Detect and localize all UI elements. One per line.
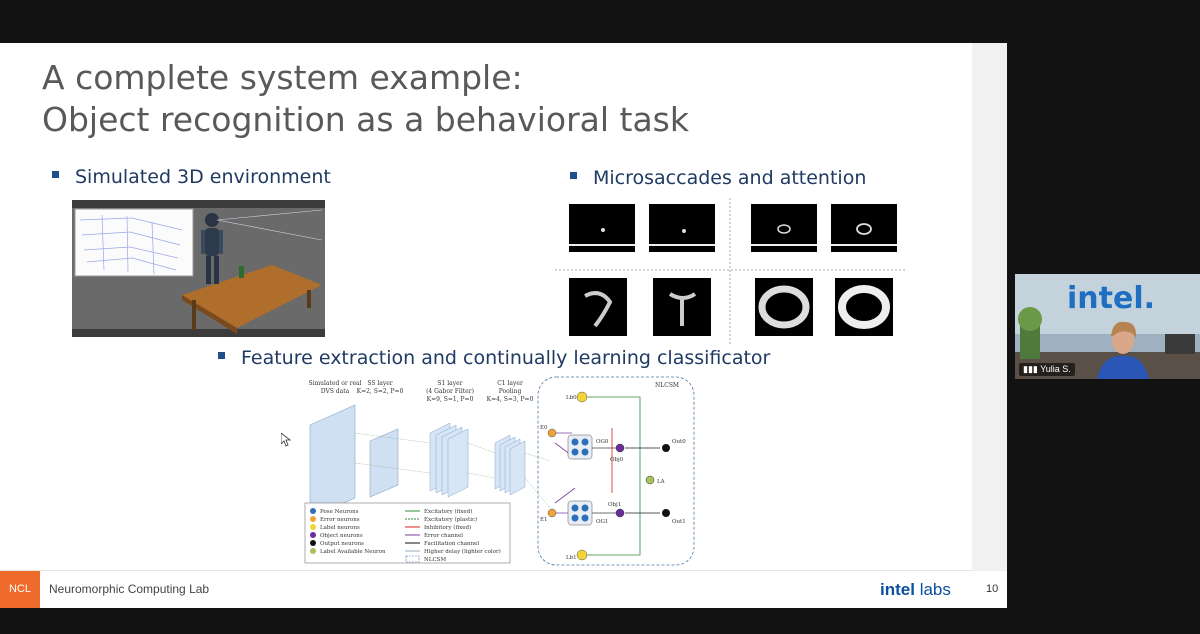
bullet-feature-extraction: Feature extraction and continually learn…	[218, 347, 770, 369]
legend-output-neurons: Output neurons	[320, 541, 364, 547]
legend-pose-neurons: Pose Neurons	[320, 509, 359, 515]
node-e1: E1	[540, 517, 548, 523]
slide-scroll-strip[interactable]	[972, 43, 1007, 571]
legend-facilitation: Facilitation channel	[424, 541, 479, 547]
node-la: LA	[657, 479, 666, 485]
ss-layer-label: SS layer	[367, 380, 392, 387]
participant-video-tile[interactable]: intel. ▮▮▮ Yulia S.	[1015, 274, 1200, 379]
node-out0: Out0	[672, 439, 686, 445]
bullet-square-icon	[570, 172, 577, 179]
s1-layer-label: S1 layer	[437, 380, 462, 387]
lab-name: Neuromorphic Computing Lab	[49, 582, 210, 596]
page-number: 10	[986, 583, 999, 595]
legend-error-neurons: Error neurons	[320, 517, 360, 523]
bullet-text: Microsaccades and attention	[593, 167, 867, 189]
legend-nlcsm: NLCSM	[424, 557, 446, 563]
bullet-simulated-environment: Simulated 3D environment	[52, 166, 331, 188]
node-og0: OG0	[596, 439, 609, 445]
bullet-text: Simulated 3D environment	[75, 166, 331, 188]
legend-error-channel: Error channel	[424, 533, 463, 539]
node-out1: Out1	[672, 519, 686, 525]
node-lb0: Lb0	[566, 395, 577, 401]
s1-layer-sub: (4 Gabor Filter)	[426, 388, 474, 395]
c1-layer-sub: Pooling	[499, 388, 522, 395]
ncl-logo: NCL	[0, 571, 40, 608]
signal-bars-icon: ▮▮▮	[1023, 364, 1038, 374]
intel-wordmark: intel	[880, 580, 915, 599]
intel-logo-wall: intel.	[1067, 281, 1155, 316]
node-obj0: Obj0	[610, 457, 624, 463]
legend-inhibitory: Inhibitory (fixed)	[424, 524, 471, 531]
bullet-microsaccades: Microsaccades and attention	[570, 167, 866, 189]
c1-layer-label: C1 layer	[497, 380, 523, 387]
c1-layer-params: K=4, S=3, P=0	[487, 396, 534, 403]
node-og1: OG1	[596, 519, 608, 525]
slide-title-line-1: A complete system example:	[42, 58, 523, 97]
legend-excitatory-fixed: Excitatory (fixed)	[424, 508, 472, 515]
labs-wordmark: labs	[919, 580, 951, 599]
nlcsm-label: NLCSM	[655, 382, 679, 389]
ss-layer-params: K=2, S=2, P=0	[357, 388, 404, 395]
input-title: Simulated or real	[308, 380, 361, 387]
bullet-text: Feature extraction and continually learn…	[241, 347, 771, 369]
slide-title-line-2: Object recognition as a behavioral task	[42, 100, 689, 139]
slide-title: A complete system example: Object recogn…	[42, 57, 689, 141]
node-obj1: Obj1	[608, 502, 621, 508]
presentation-slide: A complete system example: Object recogn…	[0, 43, 1007, 608]
node-lb1: Lb1	[566, 555, 577, 561]
participant-name: ▮▮▮ Yulia S.	[1019, 363, 1075, 376]
participant-name-label: Yulia S.	[1040, 364, 1071, 374]
legend-label-available: Label Available Neuron	[320, 549, 386, 555]
feature-extraction-diagram: Simulated or real DVS data SS layer K=2,…	[300, 373, 700, 568]
input-title-2: DVS data	[321, 388, 350, 395]
node-e0: E0	[540, 425, 548, 431]
slide-footer: NCL Neuromorphic Computing Lab intel lab…	[0, 570, 1007, 608]
legend-higher-delay: Higher delay (lighter color)	[424, 548, 501, 555]
bullet-square-icon	[52, 171, 59, 178]
legend-object-neurons: Object neurons	[320, 533, 363, 539]
intel-labs-logo: intel labs	[880, 571, 951, 608]
legend-excitatory-plastic: Excitatory (plastic)	[424, 516, 477, 523]
s1-layer-params: K=9, S=1, P=0	[427, 396, 474, 403]
microsaccades-figure	[555, 198, 905, 346]
mouse-cursor-icon	[281, 433, 291, 447]
bullet-square-icon	[218, 352, 225, 359]
simulated-environment-image	[72, 200, 325, 337]
legend-label-neurons: Label neurons	[320, 525, 360, 531]
